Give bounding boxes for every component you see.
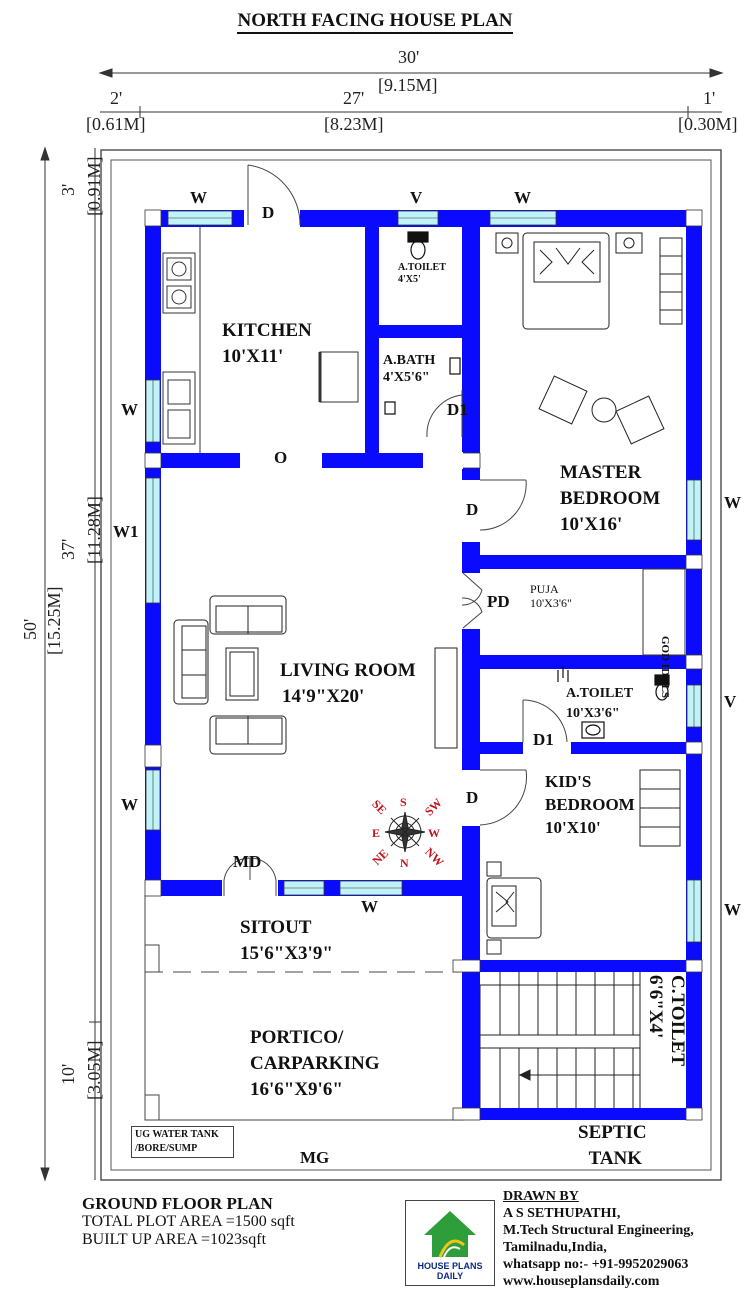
built-area: BUILT UP AREA =1023sqft <box>82 1231 267 1248</box>
dim-top-mid-m: [8.23M] <box>324 114 384 134</box>
door-label: D <box>466 500 479 519</box>
columns <box>144 209 703 1121</box>
door-label: D <box>262 203 275 222</box>
door-label: D <box>466 788 479 807</box>
window-w1-label: W1 <box>113 522 139 541</box>
main-door-label: MD <box>233 852 262 871</box>
ventilator-label: V <box>724 692 737 711</box>
author-location: Tamilnadu,India, <box>503 1240 607 1255</box>
dim-side-bottom-m: [3.05M] <box>84 1040 104 1101</box>
compass-w: W <box>428 826 440 840</box>
dim-side-total: 50' <box>20 618 40 640</box>
window-label: W <box>514 188 531 207</box>
dim-top-left-m: [0.61M] <box>86 114 146 134</box>
plan-summary: GROUND FLOOR PLAN TOTAL PLOT AREA =1500 … <box>82 1195 295 1249</box>
kitchen-fixtures <box>162 225 359 453</box>
author-whatsapp: whatsapp no:- +91-9952029063 <box>503 1257 689 1272</box>
master-furniture <box>495 232 683 445</box>
dim-top-total-m: [9.15M] <box>378 75 438 95</box>
window-label: W <box>724 900 741 919</box>
dim-side-total-m: [15.25M] <box>44 586 64 656</box>
dim-top-mid: 27' <box>343 88 365 108</box>
plan-title: NORTH FACING HOUSE PLAN <box>0 10 750 34</box>
plot-area: TOTAL PLOT AREA =1500 sqft <box>82 1213 295 1230</box>
dim-side-bottom: 10' <box>58 1063 78 1085</box>
dim-side-mid: 37' <box>58 538 78 560</box>
dim-side-top-m: [0.91M] <box>84 156 104 217</box>
house-plans-daily-logo: HOUSE PLANS DAILY <box>405 1200 495 1286</box>
dimension-lines <box>40 68 724 1182</box>
door-d1-label: D1 <box>447 400 468 419</box>
window-label: W <box>190 188 207 207</box>
dim-side-mid-m: [11.28M] <box>84 496 104 564</box>
compass-e: E <box>372 826 381 840</box>
window-label: W <box>121 400 138 419</box>
house-logo-icon <box>424 1211 476 1258</box>
window-label: W <box>724 493 741 512</box>
ug-water-tank-label: UG WATER TANK/BORE/SUMP <box>131 1126 234 1158</box>
window-label: W <box>361 897 378 916</box>
dim-top-right: 1' <box>703 88 716 108</box>
door-d1-label: D1 <box>533 730 554 749</box>
plot-boundary <box>100 149 722 1181</box>
dim-side-top: 3' <box>58 183 78 196</box>
dim-top-left: 2' <box>110 88 123 108</box>
author-website[interactable]: www.houseplansdaily.com <box>503 1274 660 1289</box>
opening-label: O <box>274 448 288 467</box>
compass-n: N <box>400 856 409 870</box>
dim-top-right-m: [0.30M] <box>678 114 738 134</box>
ventilator-label: V <box>410 188 423 207</box>
drawn-by-heading: DRAWN BY <box>503 1189 579 1204</box>
puja-door-label: PD <box>487 592 510 611</box>
compass-s: S <box>400 795 407 809</box>
author-block: DRAWN BY A S SETHUPATHI, M.Tech Structur… <box>503 1188 694 1290</box>
ground-floor-title: GROUND FLOOR PLAN <box>82 1194 273 1213</box>
door-swings <box>223 164 568 896</box>
compass-rose <box>384 811 426 853</box>
main-gate-label: MG <box>300 1148 330 1167</box>
god-idols-label: GOD IDOLS <box>659 636 671 699</box>
living-furniture <box>173 595 458 755</box>
author-degree: M.Tech Structural Engineering, <box>503 1223 694 1238</box>
author-name: A S SETHUPATHI, <box>503 1206 621 1221</box>
dim-top-total: 30' <box>398 47 420 67</box>
staircase <box>479 972 641 1108</box>
window-label: W <box>121 795 138 814</box>
